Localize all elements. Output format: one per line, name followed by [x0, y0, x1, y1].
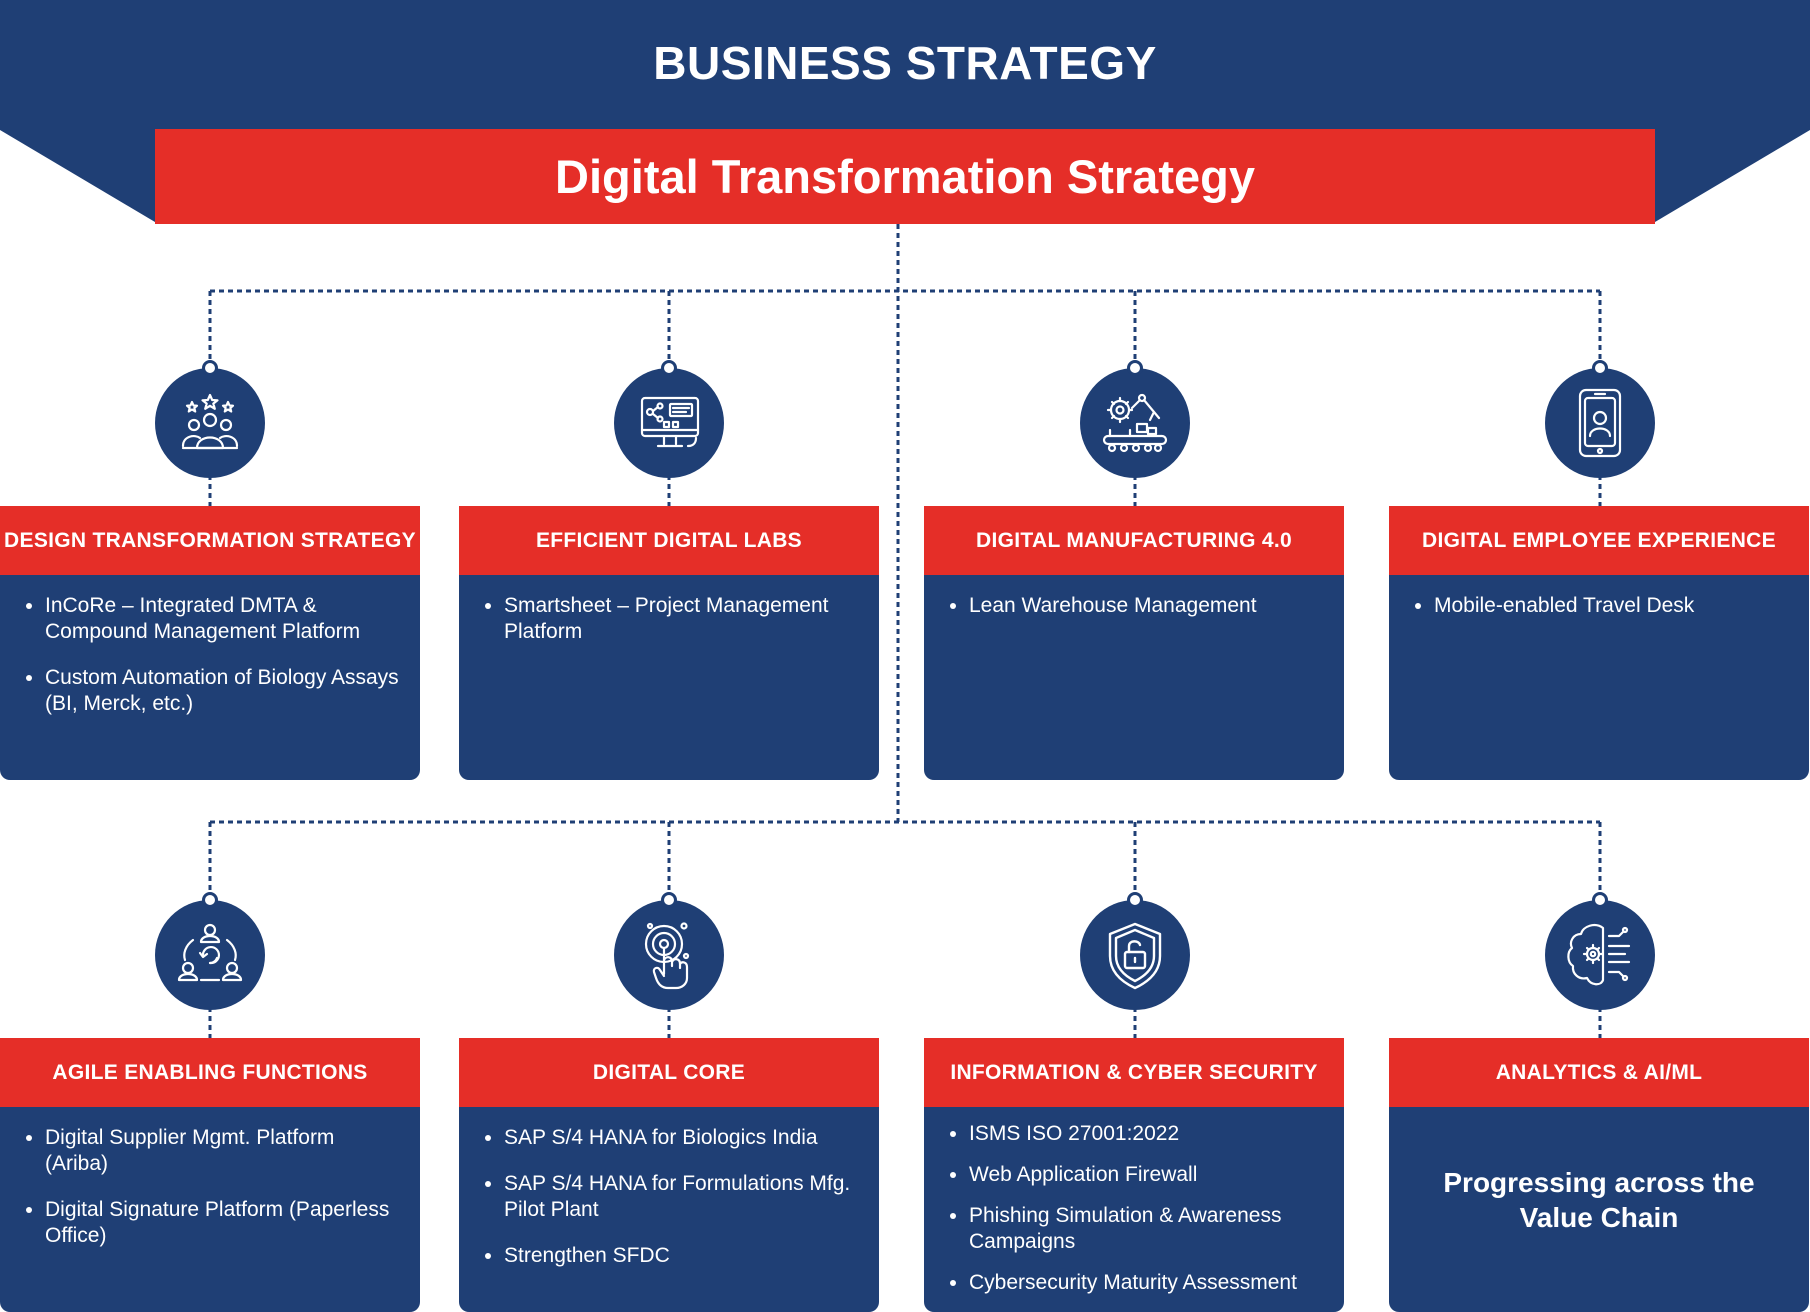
- card-list: ISMS ISO 27001:2022 Web Application Fire…: [924, 1107, 1344, 1296]
- list-item: Phishing Simulation & Awareness Campaign…: [969, 1203, 1324, 1255]
- brain-gear-icon: [1545, 900, 1655, 1010]
- connector-pin: [1592, 892, 1608, 908]
- card-title: EFFICIENT DIGITAL LABS: [459, 506, 879, 575]
- list-item: Digital Supplier Mgmt. Platform (Ariba): [45, 1125, 400, 1177]
- card-title: AGILE ENABLING FUNCTIONS: [0, 1038, 420, 1107]
- list-item: Digital Signature Platform (Paperless Of…: [45, 1197, 400, 1249]
- mobile-user-icon: [1545, 368, 1655, 478]
- list-item: Mobile-enabled Travel Desk: [1434, 593, 1789, 619]
- card-title: DIGITAL MANUFACTURING 4.0: [924, 506, 1344, 575]
- card-list: Mobile-enabled Travel Desk: [1389, 575, 1809, 619]
- agile-enabling-functions-card: AGILE ENABLING FUNCTIONS Digital Supplie…: [0, 1038, 420, 1312]
- card-title: DESIGN TRANSFORMATION STRATEGY: [0, 506, 420, 575]
- connector-pin: [202, 360, 218, 376]
- card-list: InCoRe – Integrated DMTA & Compound Mana…: [0, 575, 420, 717]
- connector-pin: [661, 360, 677, 376]
- connector-pin: [661, 892, 677, 908]
- banner-title: Digital Transformation Strategy: [555, 150, 1255, 203]
- digital-manufacturing-card: DIGITAL MANUFACTURING 4.0 Lean Warehouse…: [924, 506, 1344, 780]
- connector-pin: [1127, 892, 1143, 908]
- computer-network-icon: [614, 368, 724, 478]
- list-item: Strengthen SFDC: [504, 1243, 859, 1269]
- card-title: INFORMATION & CYBER SECURITY: [924, 1038, 1344, 1107]
- design-transformation-card: DESIGN TRANSFORMATION STRATEGY InCoRe – …: [0, 506, 420, 780]
- robotic-arm-conveyor-icon: [1080, 368, 1190, 478]
- analytics-tagline: Progressing across the Value Chain: [1443, 1167, 1755, 1233]
- card-list: Smartsheet – Project Management Platform: [459, 575, 879, 645]
- connector-pin: [202, 892, 218, 908]
- card-list: Digital Supplier Mgmt. Platform (Ariba) …: [0, 1107, 420, 1249]
- list-item: Cybersecurity Maturity Assessment: [969, 1270, 1324, 1296]
- team-stars-icon: [155, 368, 265, 478]
- card-list: Lean Warehouse Management: [924, 575, 1344, 619]
- card-title: DIGITAL EMPLOYEE EXPERIENCE: [1389, 506, 1809, 575]
- list-item: SAP S/4 HANA for Biologics India: [504, 1125, 859, 1151]
- digital-transformation-banner: Digital Transformation Strategy: [155, 129, 1655, 224]
- list-item: InCoRe – Integrated DMTA & Compound Mana…: [45, 593, 400, 645]
- digital-core-card: DIGITAL CORE SAP S/4 HANA for Biologics …: [459, 1038, 879, 1312]
- card-title: DIGITAL CORE: [459, 1038, 879, 1107]
- digital-employee-experience-card: DIGITAL EMPLOYEE EXPERIENCE Mobile-enabl…: [1389, 506, 1809, 780]
- cyber-security-card: INFORMATION & CYBER SECURITY ISMS ISO 27…: [924, 1038, 1344, 1312]
- business-strategy-title: BUSINESS STRATEGY: [653, 37, 1157, 89]
- list-item: Smartsheet – Project Management Platform: [504, 593, 859, 645]
- list-item: Lean Warehouse Management: [969, 593, 1324, 619]
- touch-target-icon: [614, 900, 724, 1010]
- analytics-ai-ml-card: ANALYTICS & AI/ML Progressing across the…: [1389, 1038, 1809, 1312]
- efficient-digital-labs-card: EFFICIENT DIGITAL LABS Smartsheet – Proj…: [459, 506, 879, 780]
- list-item: Web Application Firewall: [969, 1162, 1324, 1188]
- list-item: Custom Automation of Biology Assays (BI,…: [45, 665, 400, 717]
- shield-lock-icon: [1080, 900, 1190, 1010]
- card-title: ANALYTICS & AI/ML: [1389, 1038, 1809, 1107]
- people-cycle-icon: [155, 900, 265, 1010]
- list-item: ISMS ISO 27001:2022: [969, 1121, 1324, 1147]
- connector-pin: [1592, 360, 1608, 376]
- card-list: SAP S/4 HANA for Biologics India SAP S/4…: [459, 1107, 879, 1269]
- connector-pin: [1127, 360, 1143, 376]
- list-item: SAP S/4 HANA for Formulations Mfg. Pilot…: [504, 1171, 859, 1223]
